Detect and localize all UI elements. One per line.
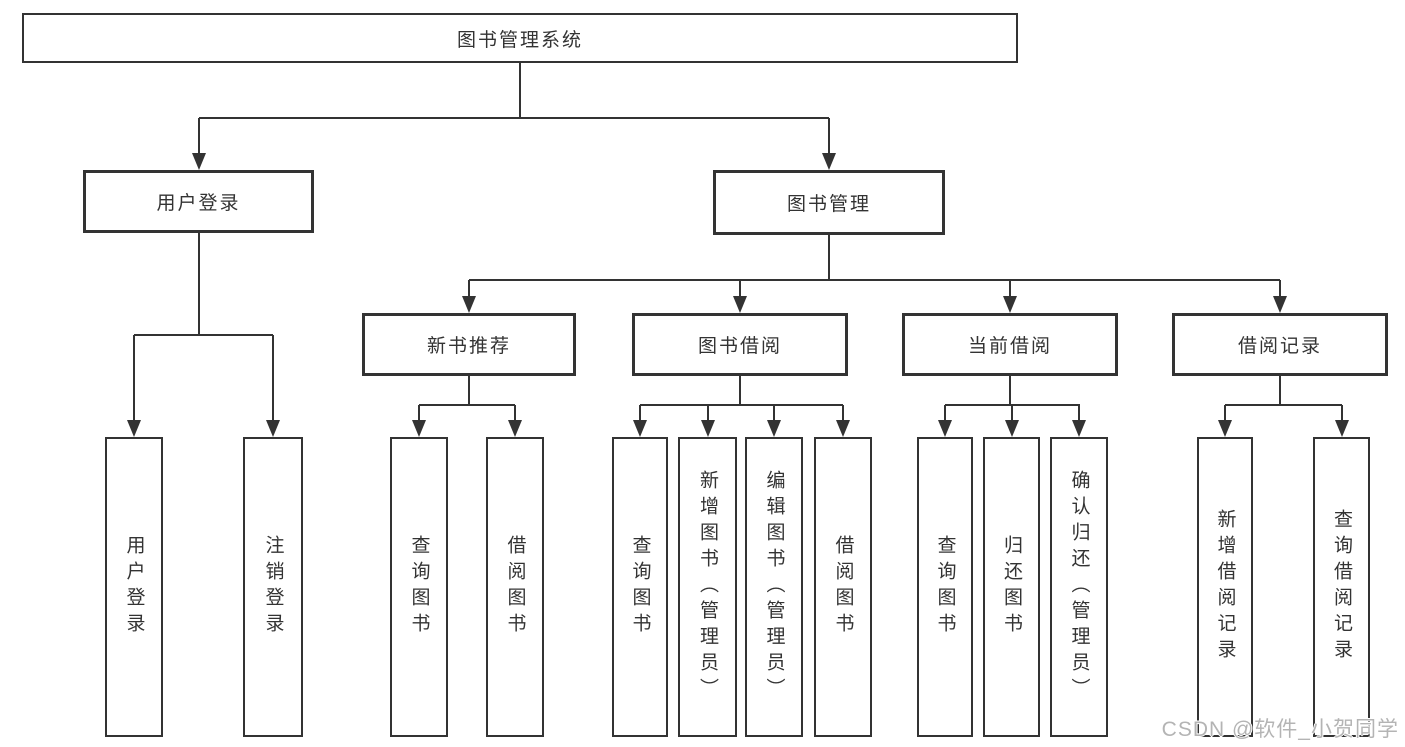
leaf-label: 归还图书	[1001, 535, 1022, 639]
node-new-book-recommend: 新书推荐	[362, 313, 576, 376]
leaf-label: 确认归还（管理员）	[1068, 470, 1090, 704]
leaf-borrow-query-books: 查询图书	[612, 437, 668, 737]
leaf-query-borrow-record: 查询借阅记录	[1313, 437, 1370, 737]
node-borrow-records: 借阅记录	[1172, 313, 1388, 376]
node-book-management: 图书管理	[713, 170, 945, 235]
leaf-label: 用户登录	[123, 535, 145, 639]
leaf-label: 查询图书	[629, 535, 651, 639]
csdn-watermark: CSDN @软件_小贺同学	[1161, 718, 1399, 741]
leaf-current-query-books: 查询图书	[917, 437, 973, 737]
leaf-logout: 注销登录	[243, 437, 303, 737]
leaf-edit-book-admin: 编辑图书（管理员）	[745, 437, 803, 737]
leaf-label: 新增借阅记录	[1214, 509, 1236, 665]
leaf-newbook-query-books: 查询图书	[390, 437, 448, 737]
leaf-return-book: 归还图书	[983, 437, 1040, 737]
node-book-borrow: 图书借阅	[632, 313, 848, 376]
leaf-label: 注销登录	[262, 535, 284, 639]
leaf-user-login: 用户登录	[105, 437, 163, 737]
leaf-newbook-borrow-books: 借阅图书	[486, 437, 544, 737]
node-current-borrow: 当前借阅	[902, 313, 1118, 376]
leaf-add-book-admin: 新增图书（管理员）	[678, 437, 737, 737]
leaf-label: 查询图书	[934, 535, 956, 639]
arrowheads	[127, 153, 1349, 437]
leaf-label: 借阅图书	[832, 535, 854, 639]
node-user-login: 用户登录	[83, 170, 314, 233]
leaf-label: 借阅图书	[504, 535, 526, 639]
leaf-confirm-return-admin: 确认归还（管理员）	[1050, 437, 1108, 737]
leaf-label: 编辑图书（管理员）	[763, 470, 785, 704]
leaf-borrow-borrow-books: 借阅图书	[814, 437, 872, 737]
leaf-label: 查询图书	[408, 535, 430, 639]
node-root-system: 图书管理系统	[22, 13, 1018, 63]
leaf-label: 新增图书（管理员）	[697, 470, 718, 704]
leaf-add-borrow-record: 新增借阅记录	[1197, 437, 1253, 737]
leaf-label: 查询借阅记录	[1331, 509, 1352, 665]
